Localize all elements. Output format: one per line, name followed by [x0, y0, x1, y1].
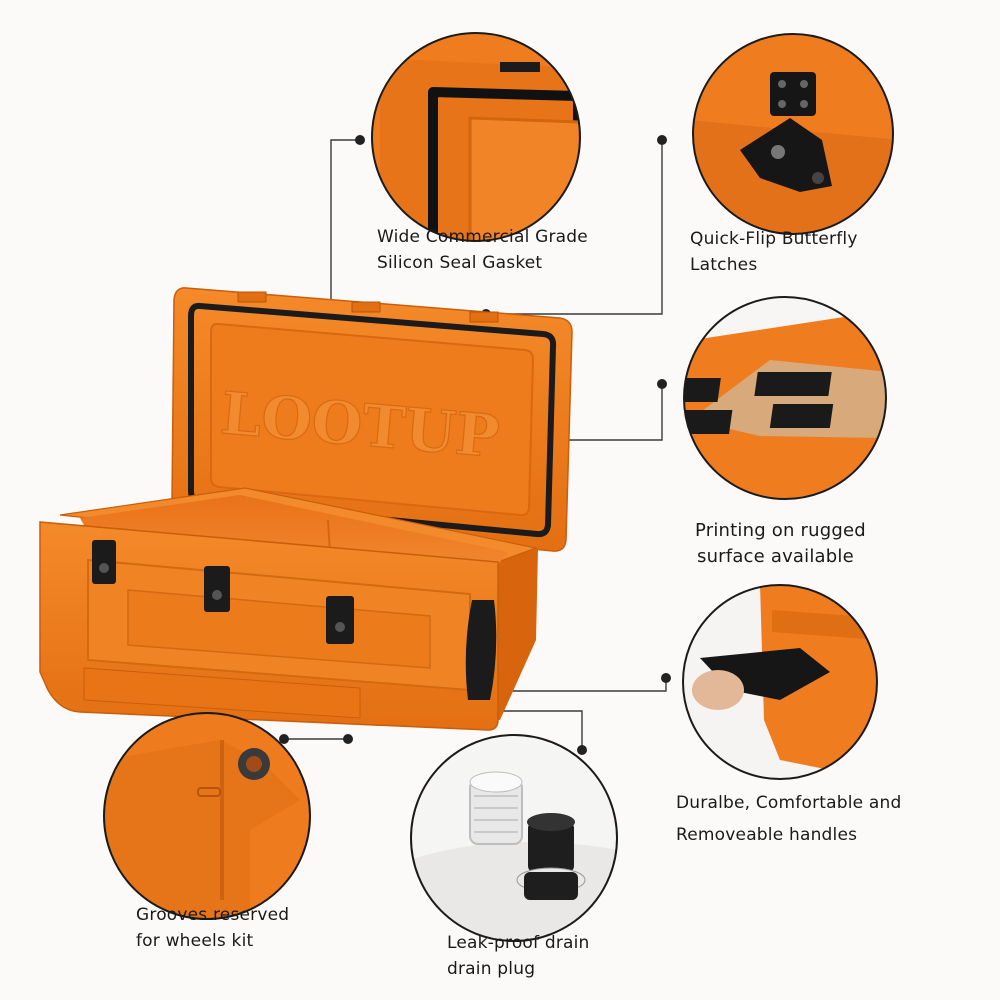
caption-handles-line2: Removeable handles [676, 825, 858, 845]
caption-gasket: Wide Commercial Grade Silicon Seal Gaske… [377, 224, 588, 276]
caption-gasket-line1: Wide Commercial Grade [377, 227, 588, 247]
leader-latches [486, 140, 663, 315]
cooler-body [39, 487, 539, 731]
leader-gasket [330, 139, 360, 322]
leader-drain [480, 710, 583, 750]
caption-latches: Quick-Flip Butterfly Latches [690, 226, 858, 278]
cooler-lid: LOOTUP [171, 287, 573, 552]
detail-wheels-image [103, 712, 311, 920]
latch-left [92, 540, 116, 584]
detail-print-image [683, 296, 887, 500]
detail-latch-image [692, 33, 894, 235]
cooler-illustration: LOOTUP [39, 287, 573, 731]
detail-handle-image [682, 584, 878, 780]
latch-middle [204, 566, 230, 612]
caption-wheels-line2: for wheels kit [136, 931, 254, 951]
caption-drain-line1: Leak-proof drain [447, 933, 590, 953]
detail-gasket-image [371, 32, 581, 242]
caption-wheels: Grooves reserved for wheels kit [136, 902, 289, 954]
leader-handles [496, 678, 667, 692]
caption-handles-line1: Duralbe, Comfortable and [676, 793, 902, 813]
caption-wheels-line1: Grooves reserved [136, 905, 290, 925]
caption-print: Printing on rugged surface available [695, 518, 866, 570]
side-handle [465, 600, 497, 700]
latch-right [326, 596, 354, 644]
leader-lines [284, 139, 667, 750]
caption-print-line1: Printing on rugged [695, 520, 866, 541]
caption-drain: Leak-proof drain drain plug [447, 930, 590, 982]
caption-print-line2: surface available [697, 546, 854, 567]
detail-drain-image [410, 734, 618, 942]
caption-latches-line2: Latches [690, 255, 758, 275]
leader-print [566, 384, 663, 441]
caption-drain-line2: drain plug [447, 959, 536, 979]
caption-latches-line1: Quick-Flip Butterfly [690, 229, 858, 249]
caption-gasket-line2: Silicon Seal Gasket [377, 253, 543, 273]
caption-handles: Duralbe, Comfortable and Removeable hand… [676, 790, 902, 848]
